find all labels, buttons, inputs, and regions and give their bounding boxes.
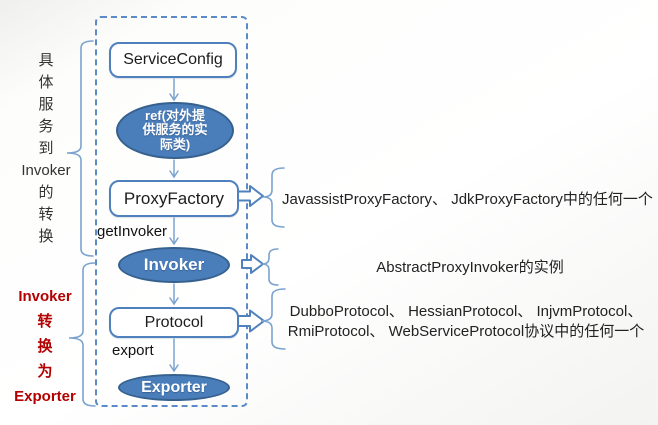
node-label-line: 际类) — [159, 136, 191, 152]
dashed-boundary-box — [95, 16, 248, 407]
node-ref-ellipse: ref(对外提 供服务的实 际类) — [116, 102, 234, 159]
edge-label-getinvoker: getInvoker — [97, 223, 168, 240]
label-invoker-to-exporter: Invoker 转 换 为 Exporter — [2, 284, 88, 409]
node-invoker-ellipse: Invoker — [118, 247, 230, 283]
label-line: 具 — [38, 52, 54, 69]
node-protocol: Protocol — [109, 307, 239, 338]
label-line: 到 — [38, 140, 54, 157]
node-label: Exporter — [141, 378, 207, 396]
label-line: 的 — [38, 184, 54, 201]
node-label-line: ref(对外提 — [145, 107, 205, 123]
label-line: 体 — [38, 74, 54, 91]
label-line: Invoker — [18, 288, 72, 305]
label-line: 换 — [38, 228, 54, 245]
label-line: Exporter — [14, 388, 76, 405]
label-line: 服 — [38, 96, 54, 113]
note-line: RmiProtocol、 WebServiceProtocol协议中的任何一个 — [287, 323, 645, 340]
edge-label-export: export — [112, 342, 154, 359]
label-line: Invoker — [21, 162, 71, 179]
node-label: ProxyFactory — [123, 188, 225, 208]
note-line: DubboProtocol、 HessianProtocol、 InjvmPro… — [289, 303, 643, 320]
note-protocol-implementations: DubboProtocol、 HessianProtocol、 InjvmPro… — [276, 302, 656, 342]
node-serviceconfig: ServiceConfig — [109, 42, 237, 78]
node-label-line: 供服务的实 — [142, 122, 208, 138]
node-label: ServiceConfig — [123, 51, 223, 68]
right-brace-icon — [262, 167, 285, 228]
label-line: 换 — [37, 338, 53, 355]
label-line: 转 — [37, 313, 53, 330]
label-service-to-invoker: 具 体 服 务 到 Invoker 的 转 换 — [6, 50, 86, 248]
node-label: Invoker — [143, 255, 205, 274]
label-line: 转 — [38, 206, 54, 223]
label-line: 务 — [38, 118, 54, 135]
note-invoker-instance: AbstractProxyInvoker的实例 — [376, 259, 564, 276]
label-line: 为 — [37, 363, 53, 380]
right-brace-icon — [261, 248, 279, 286]
note-proxyfactory-implementations: JavassistProxyFactory、 JdkProxyFactory中的… — [282, 191, 653, 208]
node-label: Protocol — [144, 313, 204, 331]
node-proxyfactory: ProxyFactory — [109, 180, 239, 217]
node-exporter-ellipse: Exporter — [118, 374, 230, 401]
